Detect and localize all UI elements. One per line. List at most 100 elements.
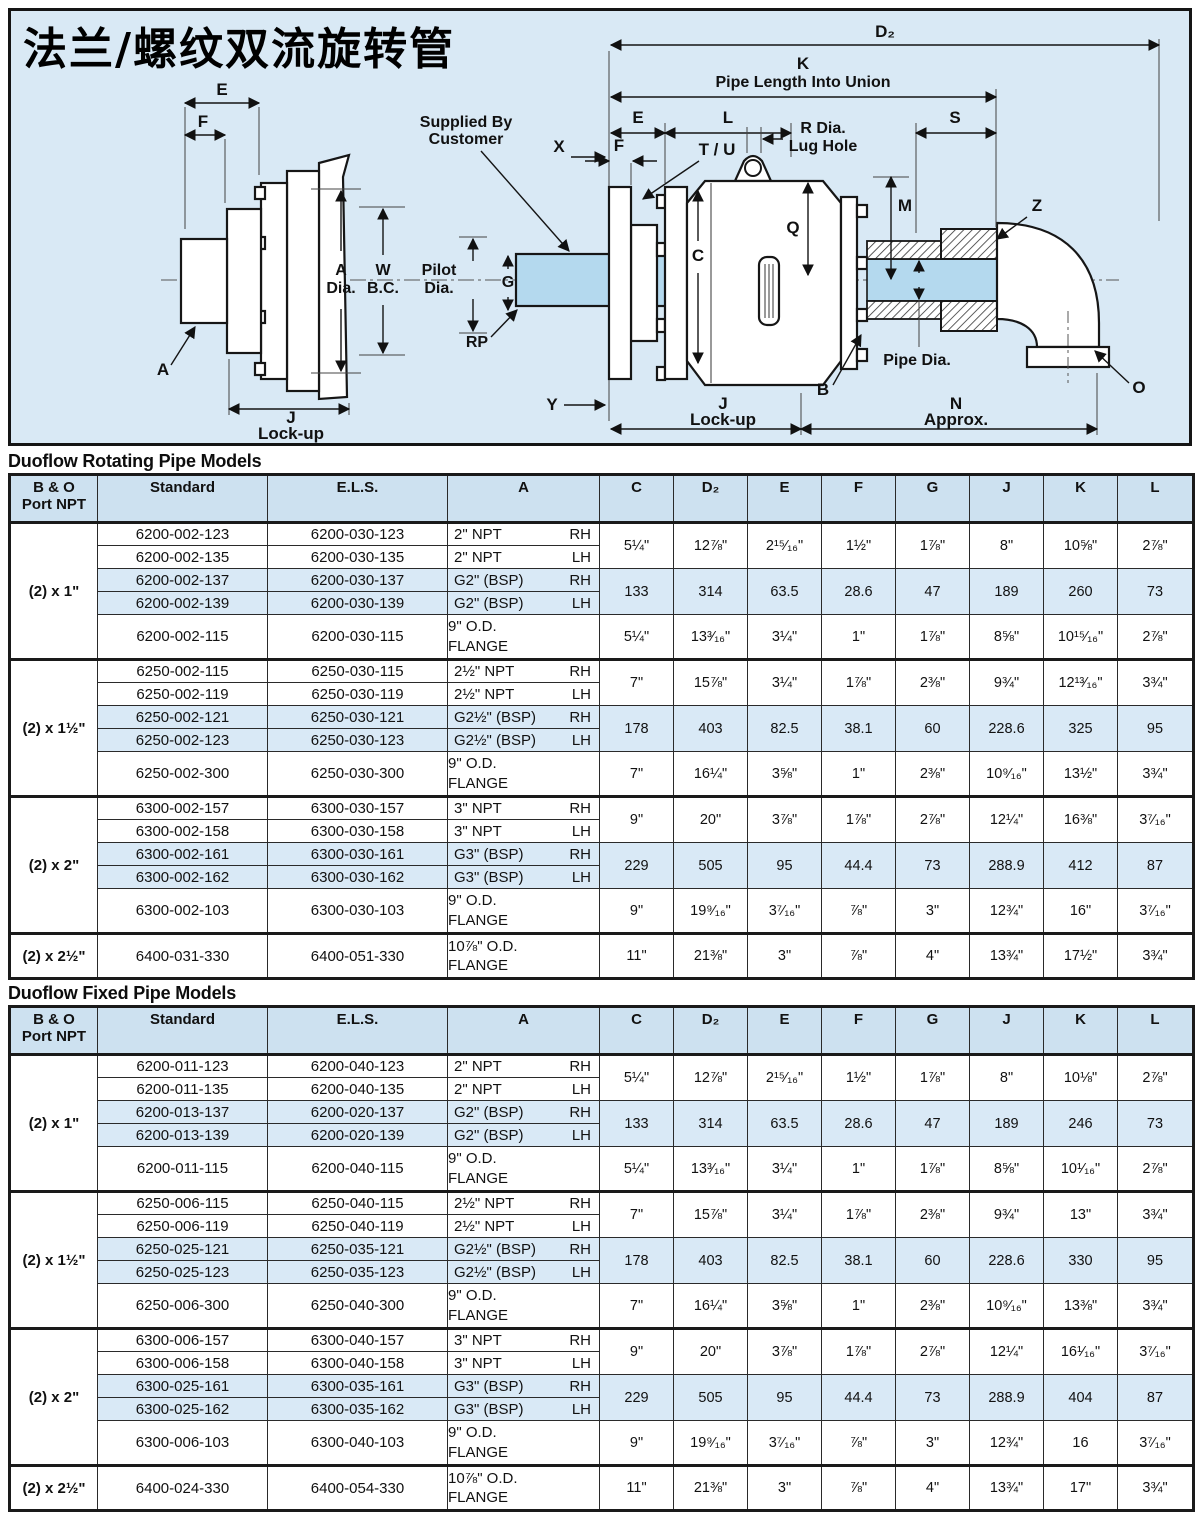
port-cell: (2) x 1"	[9, 521, 98, 660]
dimension-cell: 10⁹⁄₁₆"	[969, 751, 1044, 797]
connection-a-cell: G2½" (BSP)LH	[447, 1260, 600, 1284]
dimension-cell: 5¼"	[599, 1053, 674, 1101]
connection-size: G3" (BSP)	[454, 1400, 524, 1418]
dimension-cell: 10⅛"	[1043, 1053, 1118, 1101]
hand-label: RH	[569, 1058, 591, 1075]
dimension-cell: 4"	[895, 932, 970, 979]
connection-a-cell: 9" O.D. FLANGE	[447, 1283, 600, 1329]
dim-label-e-union: E	[632, 108, 643, 127]
dimension-cell: 9"	[599, 795, 674, 843]
dimension-cell: 3⁷⁄₁₆"	[1117, 1420, 1194, 1466]
dimension-cell: 12¾"	[969, 1420, 1044, 1466]
dimension-cell: 12⅞"	[673, 521, 748, 569]
port-cell: (2) x 2"	[9, 1327, 98, 1466]
technical-diagram: E F A J Lock-up A Dia. W B.C.	[157, 22, 1161, 443]
els-cell: 6250-035-123	[267, 1260, 448, 1284]
dimension-cell: 13³⁄₁₆"	[673, 614, 748, 660]
dimension-cell: 13¾"	[969, 932, 1044, 979]
dimension-cell: 17"	[1043, 1464, 1118, 1511]
dimension-cell: 10¹⁵⁄₁₆"	[1043, 614, 1118, 660]
connection-size: 3" NPT	[454, 1332, 502, 1349]
connection-size: G2" (BSP)	[454, 1126, 524, 1144]
connection-a-cell: G3" (BSP)RH	[447, 1374, 600, 1398]
standard-cell: 6250-006-300	[97, 1283, 268, 1329]
connection-size: G2½" (BSP)	[454, 1240, 537, 1258]
connection-a-cell: 10⅞" O.D. FLANGE	[447, 1464, 600, 1511]
hand-label: LH	[571, 548, 591, 566]
dimension-cell: 19⁹⁄₁₆"	[673, 888, 748, 934]
column-header-d: D₂	[673, 1006, 748, 1055]
dimension-cell: 16"	[1043, 888, 1118, 934]
union-assembly	[607, 51, 869, 421]
dimension-cell: 1⅞"	[821, 795, 896, 843]
dimension-cell: 73	[895, 1374, 970, 1421]
dimension-cell: ⅞"	[821, 888, 896, 934]
connection-size: G2½" (BSP)	[454, 708, 537, 726]
els-cell: 6250-035-121	[267, 1237, 448, 1261]
dimension-cell: 3¼"	[747, 1190, 822, 1238]
dimension-cell: 1⅞"	[821, 1190, 896, 1238]
dimension-cell: 16¼"	[673, 1283, 748, 1329]
dimension-cell: 12¹³⁄₁₆"	[1043, 658, 1118, 706]
els-cell: 6200-030-115	[267, 614, 448, 660]
els-cell: 6250-030-119	[267, 682, 448, 706]
column-header-j: J	[969, 1006, 1044, 1055]
dim-label-lug-hole: Lug Hole	[789, 138, 858, 155]
hand-label: RH	[569, 1103, 591, 1121]
dim-label-pilot-sub: Dia.	[424, 280, 453, 297]
connection-a-cell: 2" NPT RH	[447, 1053, 600, 1078]
column-header-f: F	[821, 1006, 896, 1055]
lug-hole	[744, 159, 762, 177]
dimension-cell: 1"	[821, 751, 896, 797]
column-header-l: L	[1117, 1006, 1194, 1055]
els-cell: 6200-040-135	[267, 1077, 448, 1101]
dimension-cell: 9¾"	[969, 1190, 1044, 1238]
dimension-cell: 12¼"	[969, 1327, 1044, 1375]
dimension-cell: 133	[599, 568, 674, 615]
column-header-g: G	[895, 1006, 970, 1055]
dim-label-w-bc-sub: B.C.	[367, 280, 399, 297]
dimension-cell: 63.5	[747, 568, 822, 615]
dim-label-k: K	[797, 54, 810, 73]
dimension-cell: 9"	[599, 888, 674, 934]
connection-size: G2" (BSP)	[454, 571, 524, 589]
hand-label: RH	[569, 1377, 591, 1395]
dim-label-c: C	[692, 246, 704, 265]
dimension-cell: 314	[673, 1100, 748, 1147]
connection-size: 2" NPT	[454, 526, 502, 543]
standard-cell: 6200-011-123	[97, 1053, 268, 1078]
standard-cell: 6300-002-157	[97, 795, 268, 820]
dimension-cell: 330	[1043, 1237, 1118, 1284]
dimension-cell: 2¹⁵⁄₁₆"	[747, 521, 822, 569]
dimension-cell: 17½"	[1043, 932, 1118, 979]
connection-size: 2" NPT	[454, 1058, 502, 1075]
column-header-standard: Standard	[97, 1006, 268, 1055]
port-cell: (2) x 2½"	[9, 1464, 98, 1511]
hand-label: RH	[569, 845, 591, 863]
dim-label-r-dia: R Dia.	[800, 120, 845, 137]
dimension-cell: 246	[1043, 1100, 1118, 1147]
dimension-cell: 1⅞"	[895, 1053, 970, 1101]
dimension-cell: 7"	[599, 658, 674, 706]
standard-cell: 6200-011-115	[97, 1146, 268, 1192]
dimension-cell: 178	[599, 1237, 674, 1284]
dimension-cell: 288.9	[969, 842, 1044, 889]
els-cell: 6200-020-137	[267, 1100, 448, 1124]
dimension-cell: 288.9	[969, 1374, 1044, 1421]
els-cell: 6300-030-162	[267, 865, 448, 889]
hand-label: RH	[569, 708, 591, 726]
union-nut-bottom	[940, 300, 998, 332]
standard-cell: 6300-002-161	[97, 842, 268, 866]
standard-cell: 6200-002-137	[97, 568, 268, 592]
dimension-cell: 8"	[969, 521, 1044, 569]
dimension-cell: 3¼"	[747, 614, 822, 660]
column-header-a: A	[447, 1006, 600, 1055]
dimension-cell: 505	[673, 1374, 748, 1421]
dimension-cell: 3⅝"	[747, 751, 822, 797]
connection-a-cell: G2½" (BSP)RH	[447, 1237, 600, 1261]
dimension-cell: 2⅜"	[895, 751, 970, 797]
